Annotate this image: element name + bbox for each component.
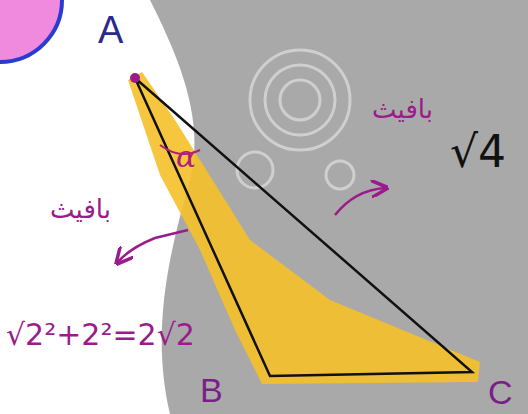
paisley-ornament bbox=[237, 50, 354, 189]
formula-text: √4 bbox=[450, 128, 506, 176]
corner-badge bbox=[0, 0, 62, 62]
pointer-arrow bbox=[118, 230, 188, 262]
vertex-label: C bbox=[488, 374, 513, 411]
vertex-dot bbox=[130, 73, 140, 83]
note-text: بافیث bbox=[50, 195, 111, 224]
pointer-arrow bbox=[335, 188, 385, 215]
note-text: بافیث bbox=[372, 95, 433, 124]
formula-text: √2²+2²=2√2 bbox=[6, 318, 195, 351]
vertex-label: A bbox=[98, 10, 123, 52]
angle-label: α bbox=[176, 140, 196, 173]
vertex-label: B bbox=[200, 372, 223, 409]
